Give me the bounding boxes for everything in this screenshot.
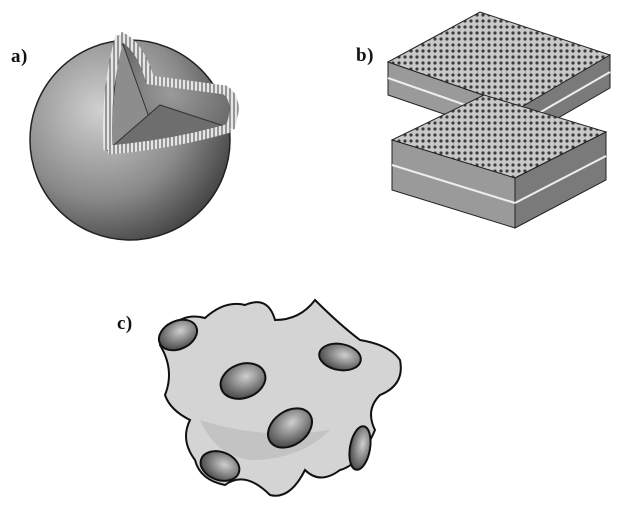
panel-label-b: b) [356, 45, 374, 67]
panel-b-lamellae [388, 12, 610, 228]
panel-label-c: c) [117, 313, 133, 335]
panel-a-sphere [30, 36, 234, 240]
panel-label-a: a) [11, 46, 28, 68]
panel-c-cubic-phase [154, 300, 401, 496]
